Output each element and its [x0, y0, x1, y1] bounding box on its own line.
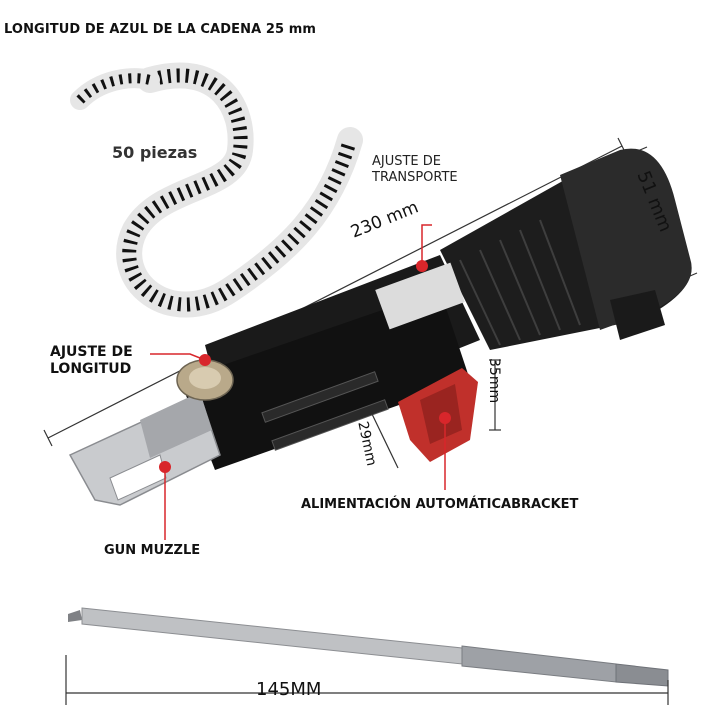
length-adjust-line2: LONGITUD	[50, 361, 132, 377]
transport-adjust-label: AJUSTE DE TRANSPORTE	[372, 154, 458, 186]
dimension-line-145	[65, 655, 669, 705]
screw-feeder-tool	[68, 148, 692, 506]
auto-feed-label: ALIMENTACIÓN AUTOMÁTICABRACKET	[301, 497, 579, 512]
transport-adjust-line2: TRANSPORTE	[372, 170, 458, 185]
gun-muzzle-label: GUN MUZZLE	[104, 543, 201, 558]
screwdriver-bit	[68, 607, 669, 687]
pieces-label: 50 piezas	[112, 143, 198, 162]
screw-chain	[70, 62, 363, 318]
chain-length-label: LONGITUD DE AZUL DE LA CADENA 25 mm	[4, 22, 317, 37]
feed-height-label: 35mm	[486, 358, 502, 404]
length-adjust-line1: AJUSTE DE	[50, 344, 133, 360]
bit-length-label: 145MM	[256, 679, 322, 700]
bracket-dimension-lines	[371, 359, 501, 469]
leader-lines	[150, 224, 446, 540]
transport-adjust-line1: AJUSTE DE	[372, 154, 442, 169]
length-adjust-label: AJUSTE DE LONGITUD	[50, 344, 133, 378]
